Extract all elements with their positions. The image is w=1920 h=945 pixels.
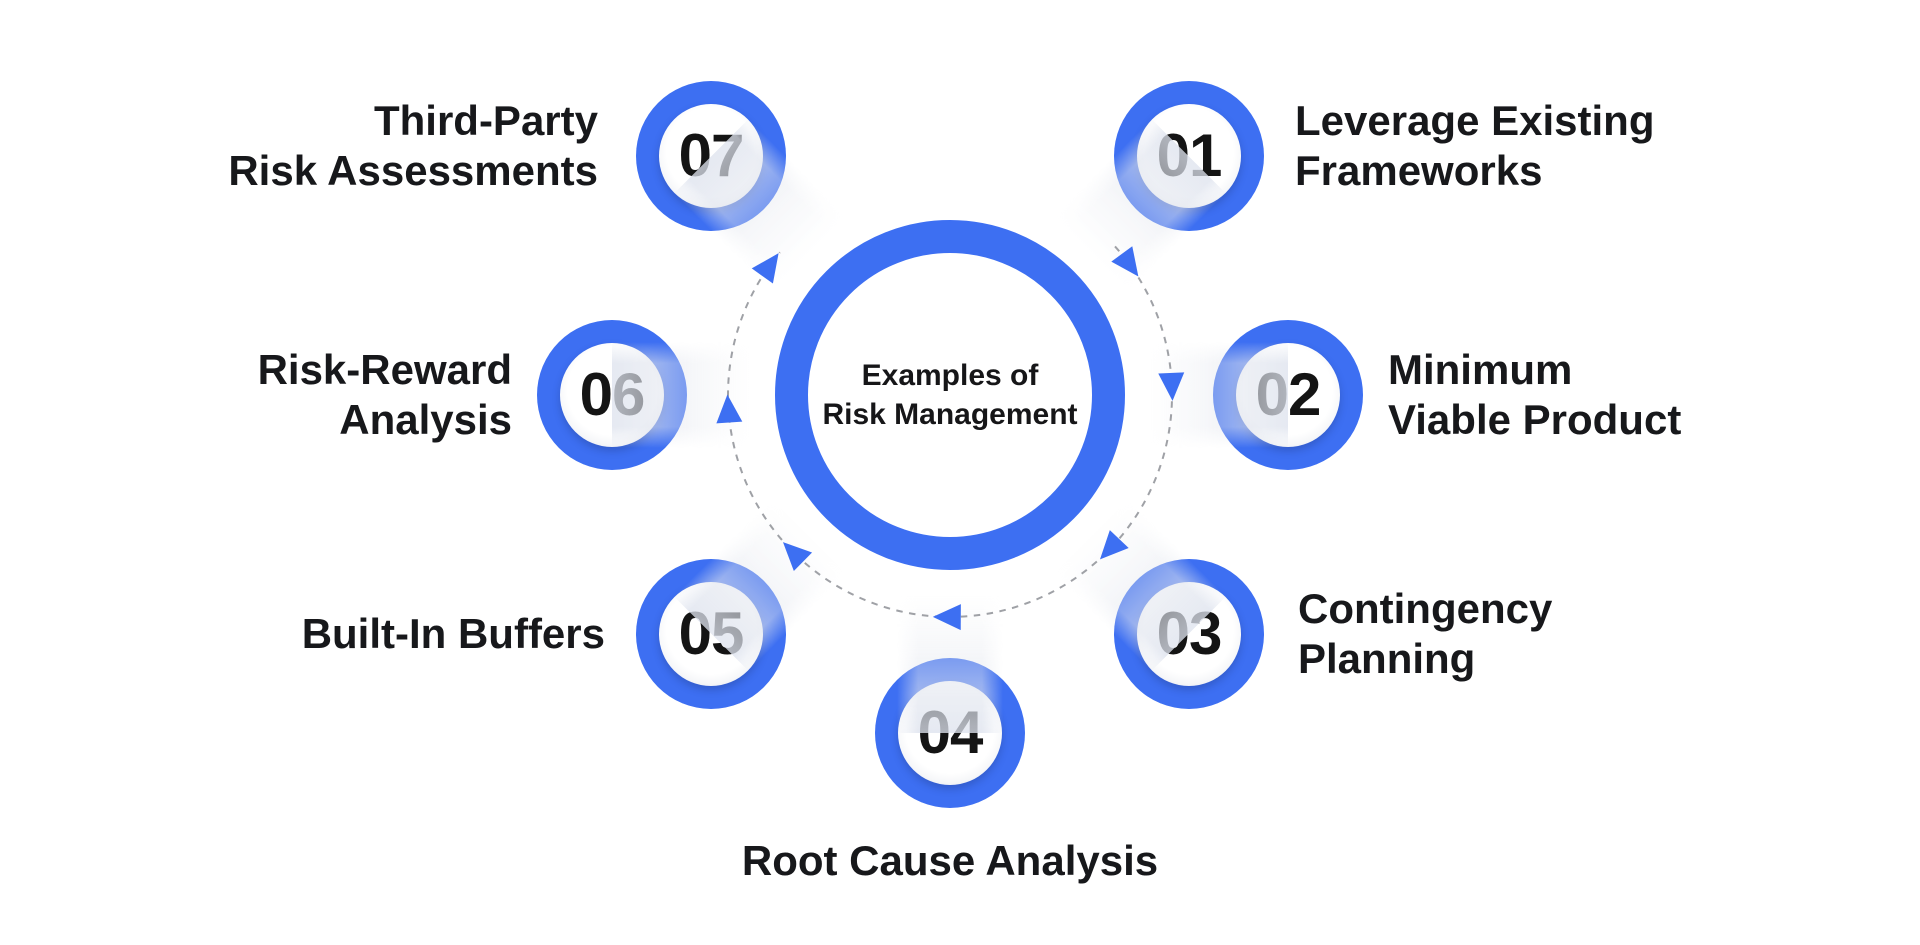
label-line: Analysis bbox=[339, 396, 512, 443]
flow-arrow bbox=[782, 542, 813, 571]
label-line: Risk-Reward bbox=[257, 346, 512, 393]
label-line: Third-Party bbox=[373, 97, 598, 144]
flow-arrow bbox=[716, 394, 743, 424]
node-07-label: Third-Party Risk Assessments bbox=[98, 96, 598, 196]
flow-arrow bbox=[1111, 246, 1139, 277]
label-line: Viable Product bbox=[1388, 396, 1682, 443]
label-line: Leverage Existing bbox=[1295, 97, 1655, 144]
label-line: Risk Assessments bbox=[228, 147, 598, 194]
node-01-label: Leverage Existing Frameworks bbox=[1295, 96, 1855, 196]
label-line: Frameworks bbox=[1295, 147, 1543, 194]
center-title-line2: Risk Management bbox=[822, 398, 1078, 431]
label-line: Built-In Buffers bbox=[301, 610, 605, 657]
center-title: Examples of Risk Management bbox=[822, 356, 1077, 434]
flow-arrow bbox=[751, 253, 779, 284]
flow-arrow bbox=[1158, 372, 1185, 401]
label-line: Planning bbox=[1298, 635, 1476, 682]
node-06-label: Risk-Reward Analysis bbox=[12, 345, 512, 445]
node-03-label: Contingency Planning bbox=[1298, 584, 1818, 684]
label-line: Root Cause Analysis bbox=[741, 837, 1159, 884]
center-title-line1: Examples of bbox=[861, 359, 1039, 392]
node-02-label: Minimum Viable Product bbox=[1388, 345, 1908, 445]
node-04-label: Root Cause Analysis bbox=[650, 836, 1250, 886]
node-05-label: Built-In Buffers bbox=[105, 609, 605, 659]
flow-arrow bbox=[932, 604, 961, 631]
label-line: Contingency bbox=[1298, 585, 1553, 632]
label-line: Minimum bbox=[1388, 346, 1573, 393]
flow-arrow bbox=[1099, 530, 1129, 560]
